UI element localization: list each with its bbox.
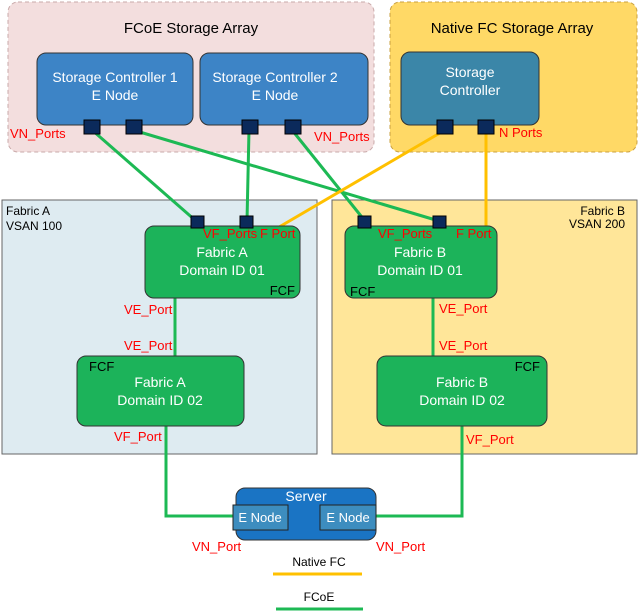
- fabric-a-port-2: [239, 215, 254, 229]
- link-native-to-fabric-a: [273, 128, 446, 232]
- label-vf-ports-b: VF_Ports: [378, 226, 433, 241]
- fabric-a-port-1: [190, 215, 205, 229]
- storage-controller-2-label: Storage Controller 2: [212, 69, 338, 85]
- label-f-port-a: F Port: [260, 226, 296, 241]
- storage-controller-2: [199, 52, 369, 126]
- switch-fabric-b-01-line1: Fabric B: [394, 244, 446, 260]
- label-vn-ports-left: VN_Ports: [10, 126, 66, 141]
- storage-controller-1: [36, 52, 194, 126]
- link-sc1-to-fabric-b: [132, 128, 440, 223]
- switch-fabric-b-02-line1: Fabric B: [436, 374, 488, 390]
- native-port-2: [477, 119, 495, 135]
- switch-fabric-b-01-fcf: FCF: [350, 284, 375, 299]
- fcoe-links: [91, 128, 464, 518]
- link-sc2-to-fabric-b: [290, 129, 367, 222]
- controller-ports: [83, 119, 495, 135]
- switch-fabric-a-01-fcf: FCF: [270, 283, 295, 298]
- link-fabric-b2-to-server: [376, 426, 464, 518]
- switch-fabric-a-01-line1: Fabric A: [196, 244, 248, 260]
- label-vn-port-server-left: VN_Port: [192, 539, 242, 554]
- fabric-b-label-line1: Fabric B: [580, 204, 625, 218]
- native-fc-storage-array-title: Native FC Storage Array: [431, 20, 594, 37]
- label-vn-ports-right: VN_Ports: [314, 129, 370, 144]
- switch-fabric-a-01-line2: Domain ID 01: [179, 262, 265, 278]
- label-vn-port-server-right: VN_Port: [376, 539, 426, 554]
- switch-fabric-b-domain-01: [344, 225, 498, 299]
- storage-controller-2-enode: E Node: [252, 87, 299, 103]
- native-port-1: [436, 119, 454, 135]
- label-ve-port-b-bottom: VE_Port: [439, 338, 488, 353]
- fcoe-storage-array-title: FCoE Storage Array: [124, 20, 259, 37]
- native-storage-controller-line1: Storage: [445, 64, 494, 80]
- legend-native-fc-label: Native FC: [292, 555, 346, 569]
- legend-fcoe-label: FCoE: [304, 590, 335, 604]
- native-storage-controller: [400, 51, 540, 126]
- link-sc2-to-fabric-a: [245, 129, 251, 222]
- switch-fabric-b-01-line2: Domain ID 01: [377, 262, 463, 278]
- label-f-port-b: F Port: [456, 226, 492, 241]
- link-sc1-to-fabric-a: [91, 128, 197, 223]
- fabric-a-label-line2: VSAN 100: [6, 219, 62, 233]
- link-fabric-a2-to-server: [164, 426, 236, 518]
- switch-fabric-a-domain-02: [76, 355, 245, 427]
- sc2-port-1: [241, 119, 259, 135]
- server-enode-right-box: [319, 504, 377, 531]
- label-ve-port-a-top: VE_Port: [124, 302, 173, 317]
- switch-fabric-b-02-fcf: FCF: [515, 359, 540, 374]
- legend: Native FC FCoE: [273, 555, 363, 611]
- sc2-port-2: [284, 119, 302, 135]
- switch-fabric-b-domain-02: [376, 355, 548, 427]
- label-n-ports: N Ports: [499, 125, 543, 140]
- fabric-b-label-line2: VSAN 200: [569, 217, 625, 231]
- label-ve-port-a-bottom: VE_Port: [124, 338, 173, 353]
- sc1-port-2: [125, 119, 143, 135]
- fabric-ports: [190, 215, 447, 229]
- label-vf-port-b2: VF_Port: [466, 432, 514, 447]
- label-ve-port-b-top: VE_Port: [439, 301, 488, 316]
- server-enode-right: E Node: [326, 510, 369, 525]
- switch-fabric-a-domain-01: [144, 225, 301, 299]
- switch-fabric-b-02-line2: Domain ID 02: [419, 392, 505, 408]
- server-title: Server: [285, 488, 327, 504]
- fabric-a-label-line1: Fabric A: [6, 204, 50, 218]
- sc1-port-1: [83, 119, 101, 135]
- fabric-b-port-2: [432, 215, 447, 229]
- native-storage-controller-line2: Controller: [440, 82, 501, 98]
- switch-fabric-a-02-line2: Domain ID 02: [117, 392, 203, 408]
- storage-controller-1-label: Storage Controller 1: [52, 69, 178, 85]
- native-fc-links: [273, 128, 488, 232]
- label-vf-port-a2: VF_Port: [114, 429, 162, 444]
- fabric-b-port-1: [357, 215, 372, 229]
- storage-controller-1-enode: E Node: [92, 87, 139, 103]
- server-enode-left: E Node: [238, 510, 281, 525]
- switch-fabric-a-02-line1: Fabric A: [134, 374, 186, 390]
- port-labels: VN_Ports VN_Ports N Ports VF_Ports F Por…: [10, 125, 543, 554]
- server-enode-left-box: [232, 504, 289, 531]
- label-vf-ports-a: VF_Ports: [203, 226, 258, 241]
- switch-fabric-a-02-fcf: FCF: [89, 359, 114, 374]
